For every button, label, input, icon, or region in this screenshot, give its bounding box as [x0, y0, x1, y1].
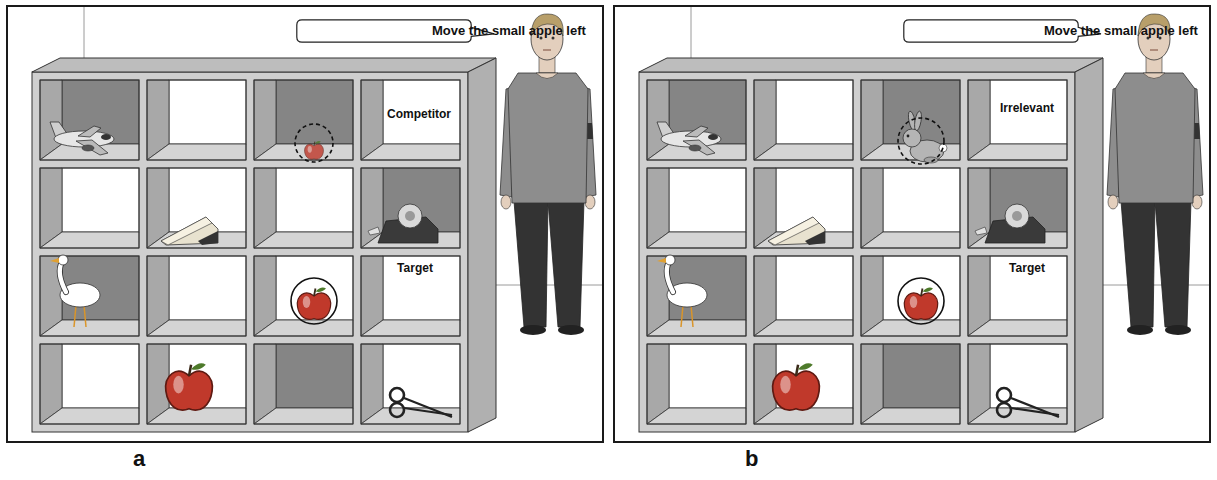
highlight-circle: Target: [290, 277, 338, 325]
solid-circle: [898, 278, 944, 324]
competitor-apple: [305, 141, 324, 159]
rabbit-icon-part: [924, 157, 938, 163]
highlight-label: Target: [397, 261, 433, 275]
dashed-circle: [295, 124, 333, 162]
speech-bubble: Move the small apple left: [903, 19, 1079, 43]
highlight-circle: Competitor: [294, 123, 334, 163]
rabbit-icon-part: [903, 129, 921, 147]
dashed-circle: [898, 118, 944, 164]
rabbit-icon-part: [913, 111, 922, 132]
speech-bubble: Move the small apple left: [296, 19, 472, 43]
panel-label: b: [745, 447, 758, 471]
scene-panel-b: [639, 5, 1209, 432]
circle-outline: [897, 117, 945, 165]
circle-outline: [290, 277, 338, 325]
speech-text: Move the small apple left: [432, 23, 586, 39]
rabbit-icon-part: [907, 135, 910, 138]
panel-label: a: [133, 447, 145, 471]
circle-outline: [294, 123, 334, 163]
highlight-circle: Irrelevant: [897, 117, 945, 165]
circle-outline: [897, 277, 945, 325]
solid-circle: [291, 278, 337, 324]
panel-frame: aMove the small apple leftCompetitorTarg…: [6, 5, 604, 443]
highlight-label: Target: [1009, 261, 1045, 275]
highlight-label: Competitor: [387, 107, 451, 121]
panel-frame: bMove the small apple leftIrrelevantTarg…: [613, 5, 1211, 443]
highlight-circle: Target: [897, 277, 945, 325]
scene-panel-a: [32, 5, 602, 432]
speech-text: Move the small apple left: [1044, 23, 1198, 39]
highlight-label: Irrelevant: [1000, 101, 1054, 115]
rabbit-icon: [903, 111, 947, 163]
